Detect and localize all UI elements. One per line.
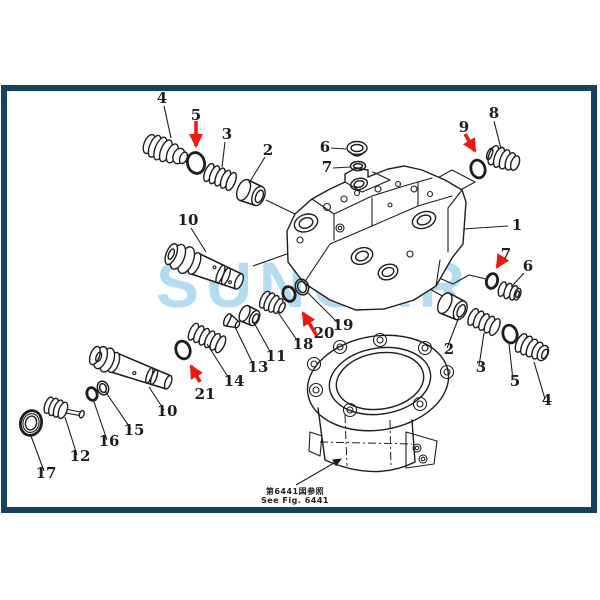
part-9-o-ring <box>469 158 487 180</box>
part-8-plug <box>485 145 521 172</box>
part-7-o-ring-top <box>349 160 367 172</box>
part-19-o-ring <box>294 278 310 296</box>
part-label-19: 19 <box>333 316 354 334</box>
part-label-6-top: 6 <box>320 138 330 156</box>
part-2-bushing-top-left <box>235 178 266 207</box>
part-label-17: 17 <box>36 464 57 482</box>
part-15-ring <box>96 380 110 396</box>
caption-japanese: 第6441図参照 <box>266 486 324 496</box>
top-port <box>349 177 369 191</box>
part-label-3: 3 <box>222 125 232 143</box>
part-10-valve-lower <box>88 345 173 390</box>
part-12-adjuster-screw <box>43 396 85 420</box>
part-label-20: 20 <box>314 324 335 342</box>
part-10-valve-upper <box>164 243 245 290</box>
body-bolt-holes <box>296 180 434 258</box>
part-2-bushing-right <box>436 292 468 321</box>
part-label-5-right: 5 <box>510 372 520 390</box>
part-17-locknut <box>18 409 44 437</box>
part-16-o-ring <box>85 386 99 402</box>
part-label-4: 4 <box>157 89 167 107</box>
part-13-valve-poppet <box>222 313 241 329</box>
part-5-o-ring-right <box>501 323 519 345</box>
part-3-spring-top-left <box>203 162 237 192</box>
part-label-10-lower: 10 <box>157 402 178 420</box>
red-arrow-part-21 <box>189 364 203 383</box>
part-label-6-right: 6 <box>523 257 533 275</box>
part-label-14: 14 <box>224 372 245 390</box>
part-label-13: 13 <box>248 358 269 376</box>
part-label-16: 16 <box>99 432 120 450</box>
part-label-9: 9 <box>459 118 469 136</box>
part-number-labels: 4 5 3 2 10 6 7 9 8 1 7 6 19 20 18 11 13 … <box>36 89 553 482</box>
flange-cover <box>306 332 455 473</box>
part-label-12: 12 <box>70 447 91 465</box>
leader-lines <box>30 105 546 486</box>
caption-leader-arrow <box>295 458 342 486</box>
red-arrow-part-7 <box>495 253 510 269</box>
part-6-plug-top <box>346 140 368 157</box>
part-label-2-right: 2 <box>444 340 454 358</box>
red-arrow-part-9 <box>462 133 477 153</box>
part-label-2: 2 <box>263 141 273 159</box>
part-20-o-ring <box>281 285 297 303</box>
caption-english: See Fig. 6441 <box>261 496 329 505</box>
part-4-fitting-right <box>514 332 550 362</box>
part-label-8: 8 <box>489 104 499 122</box>
part-3-spring-right <box>467 307 501 337</box>
part-label-7-right: 7 <box>501 245 511 263</box>
red-arrow-part-20 <box>301 311 319 337</box>
part-7-o-ring-right <box>484 272 500 290</box>
part-label-5: 5 <box>191 106 201 124</box>
part-14-spring <box>187 322 227 354</box>
part-label-4-right: 4 <box>542 391 552 409</box>
part-5-o-ring <box>185 151 207 175</box>
part-4-fitting-top-left <box>142 133 189 165</box>
part-label-18: 18 <box>293 335 314 353</box>
part-11-bushing <box>238 304 261 327</box>
part-label-15: 15 <box>124 421 145 439</box>
flange-bolt-holes <box>306 332 455 418</box>
part-18-fitting <box>258 290 286 315</box>
part-6-plug-right <box>497 281 522 301</box>
part-label-3-right: 3 <box>476 358 486 376</box>
part-label-21: 21 <box>195 385 216 403</box>
part-label-7-top: 7 <box>322 158 332 176</box>
figure-caption: 第6441図参照 See Fig. 6441 <box>261 486 329 505</box>
part-label-11: 11 <box>266 347 287 365</box>
part-21-o-ring <box>174 339 192 361</box>
part-label-1: 1 <box>512 216 522 234</box>
part-1-valve-body <box>286 165 467 311</box>
part-label-10-upper: 10 <box>178 211 199 229</box>
red-arrows <box>189 121 510 383</box>
